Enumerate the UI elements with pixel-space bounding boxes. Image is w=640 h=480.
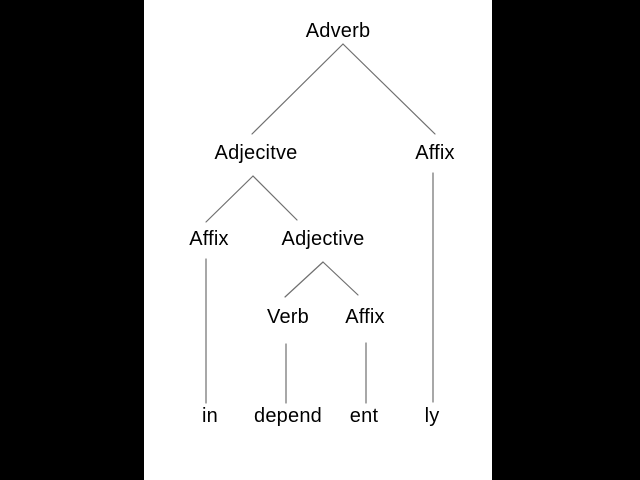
node-adjecitve: Adjecitve	[214, 142, 298, 164]
edge-adjecitve-adjective	[252, 175, 298, 221]
node-adjective: Adjective	[281, 228, 365, 250]
leaf-ly: ly	[424, 405, 440, 427]
edge-adverb-adjecitve	[251, 43, 344, 135]
node-affix-inner: Affix	[345, 306, 385, 328]
edge-adjective-affix	[322, 261, 359, 296]
leaf-ent: ent	[349, 405, 379, 427]
tree-diagram-panel: Adverb Adjecitve Affix Affix Adjective V…	[144, 0, 492, 480]
node-verb: Verb	[267, 306, 309, 328]
edge-adverb-affix	[342, 43, 436, 135]
leaf-in: in	[202, 405, 218, 427]
edge-adjective-verb	[284, 261, 324, 298]
tree-edges	[205, 43, 436, 404]
edge-adjecitve-affix	[205, 175, 254, 223]
node-adverb: Adverb	[305, 20, 371, 42]
node-affix-top-right: Affix	[415, 142, 455, 164]
leaf-depend: depend	[254, 405, 322, 427]
node-affix-left: Affix	[189, 228, 229, 250]
